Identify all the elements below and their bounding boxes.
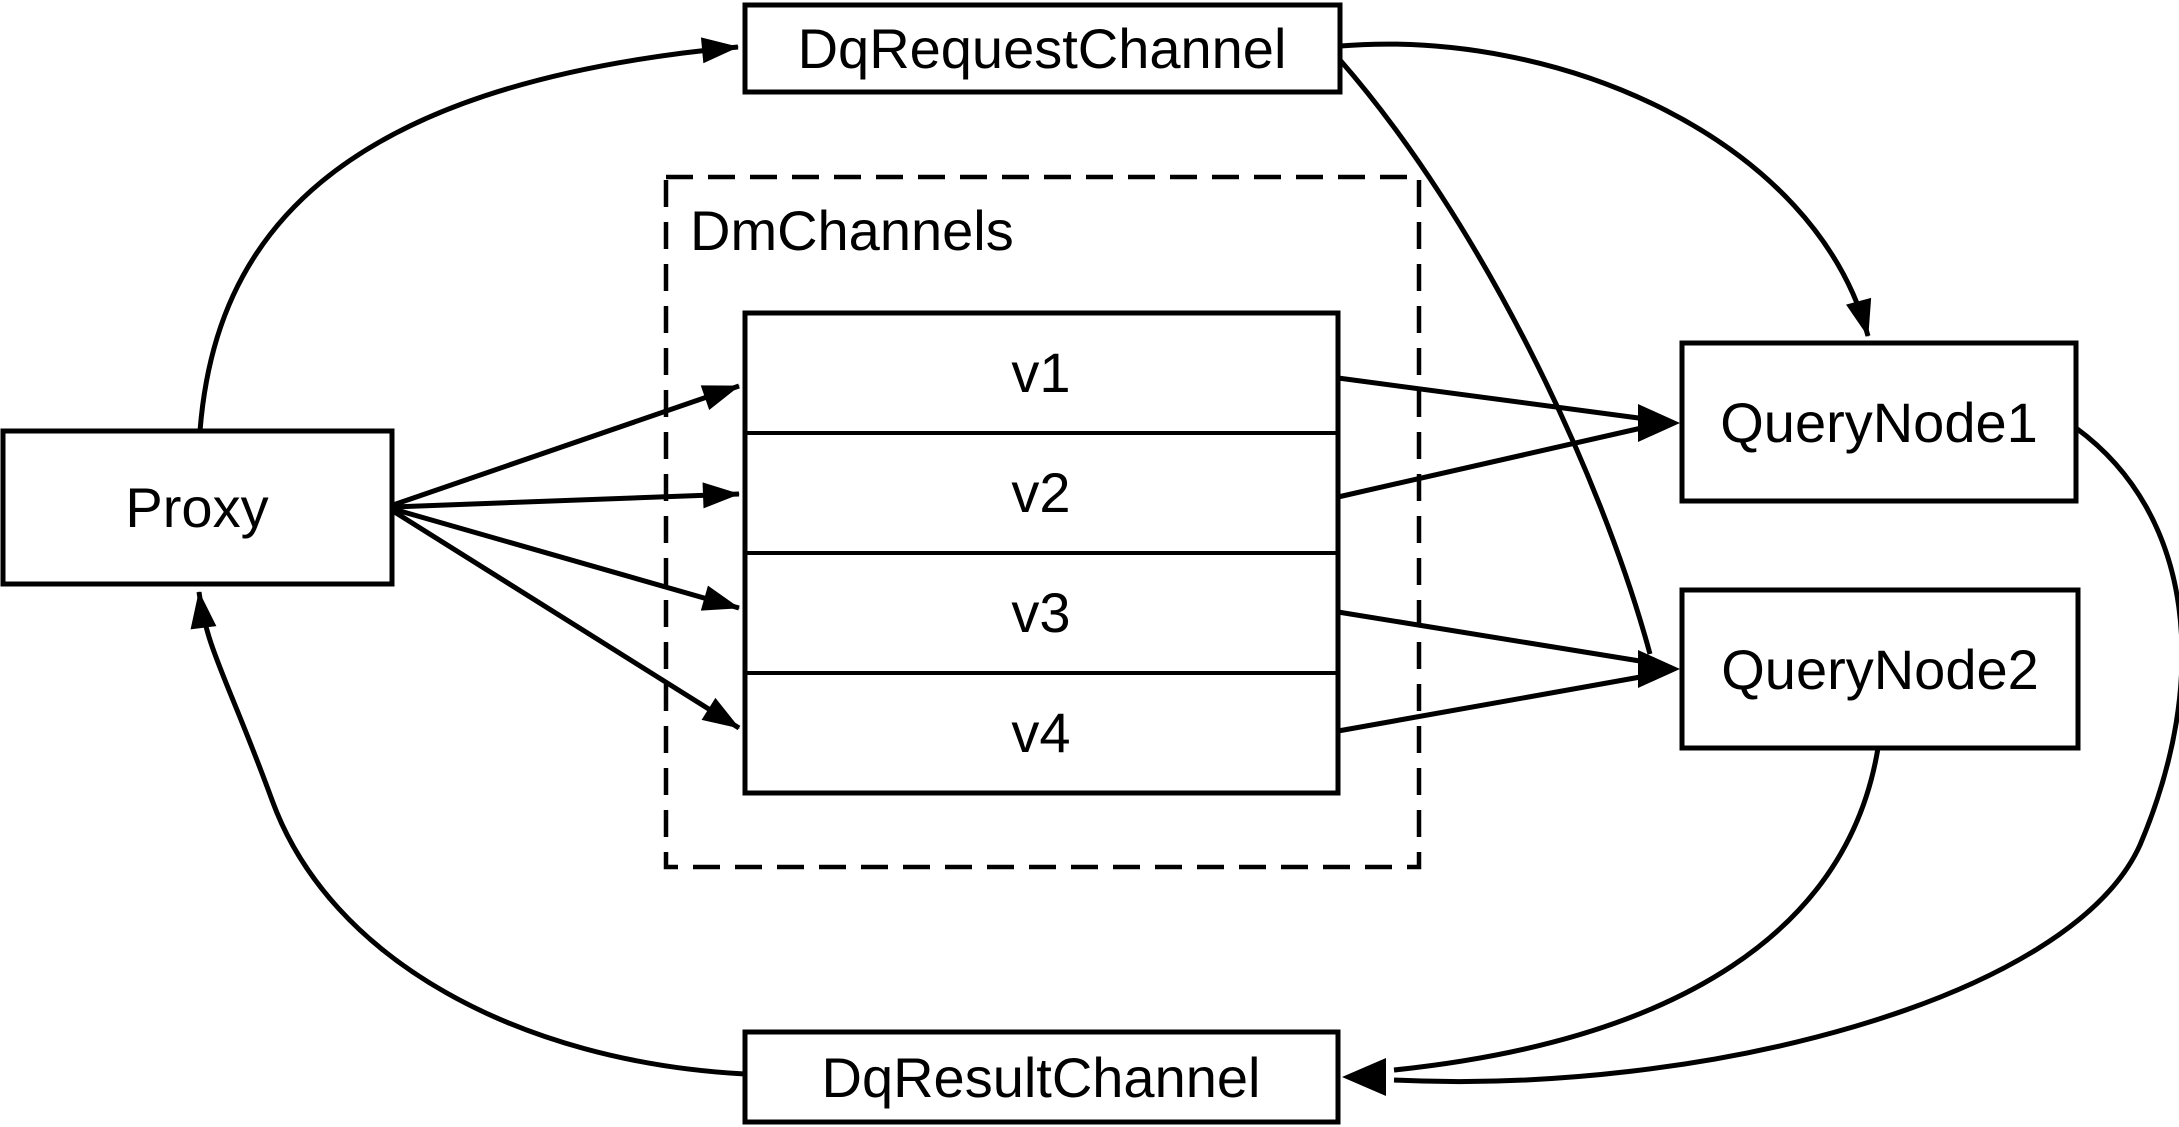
edge-v3-to-querynode2 <box>1337 609 1647 665</box>
node-dqrequestchannel-label: DqRequestChannel <box>798 17 1287 80</box>
edge-proxy-to-v4 <box>391 508 741 731</box>
edge-dqrequestchannel-to-querynode2 <box>1338 58 1653 655</box>
edge-v4-to-querynode2 <box>1337 673 1647 734</box>
node-dqresultchannel <box>742 1029 1341 1125</box>
edge-dqrequestchannel-to-querynode1 <box>1339 41 1872 337</box>
node-querynode2-label: QueryNode2 <box>1721 638 2039 701</box>
edge-proxy-to-v2 <box>392 482 740 510</box>
arrowhead-into-querynode2 <box>1638 650 1680 688</box>
node-proxy <box>0 428 395 587</box>
node-v4-label: v4 <box>1011 701 1070 764</box>
edge-dqresultchannel-to-proxy <box>190 591 746 1077</box>
edge-proxy-to-v3 <box>392 506 740 611</box>
node-v2-label: v2 <box>1011 461 1070 524</box>
group-dmchannels-label: DmChannels <box>690 199 1014 262</box>
node-dqresultchannel-label: DqResultChannel <box>822 1046 1261 1109</box>
node-v1-label: v1 <box>1011 341 1070 404</box>
node-dqrequestchannel <box>742 2 1343 95</box>
edge-v1-to-querynode1 <box>1337 375 1647 422</box>
group-dmchannels <box>663 174 1422 870</box>
node-querynode1 <box>1679 340 2079 504</box>
arrowhead-into-querynode1 <box>1638 404 1680 442</box>
node-proxy-label: Proxy <box>125 476 268 539</box>
edge-v2-to-querynode1 <box>1337 424 1647 500</box>
edge-querynode1-to-dqresultchannel <box>1393 425 2179 1085</box>
edge-proxy-to-v1 <box>392 383 740 508</box>
edge-proxy-to-dqrequestchannel <box>197 37 739 432</box>
node-querynode2 <box>1679 587 2081 751</box>
arrowhead-into-dqresultchannel <box>1342 1058 1386 1096</box>
edge-querynode2-to-dqresultchannel <box>1393 747 1881 1073</box>
node-querynode1-label: QueryNode1 <box>1720 391 2038 454</box>
node-v3-label: v3 <box>1011 581 1070 644</box>
